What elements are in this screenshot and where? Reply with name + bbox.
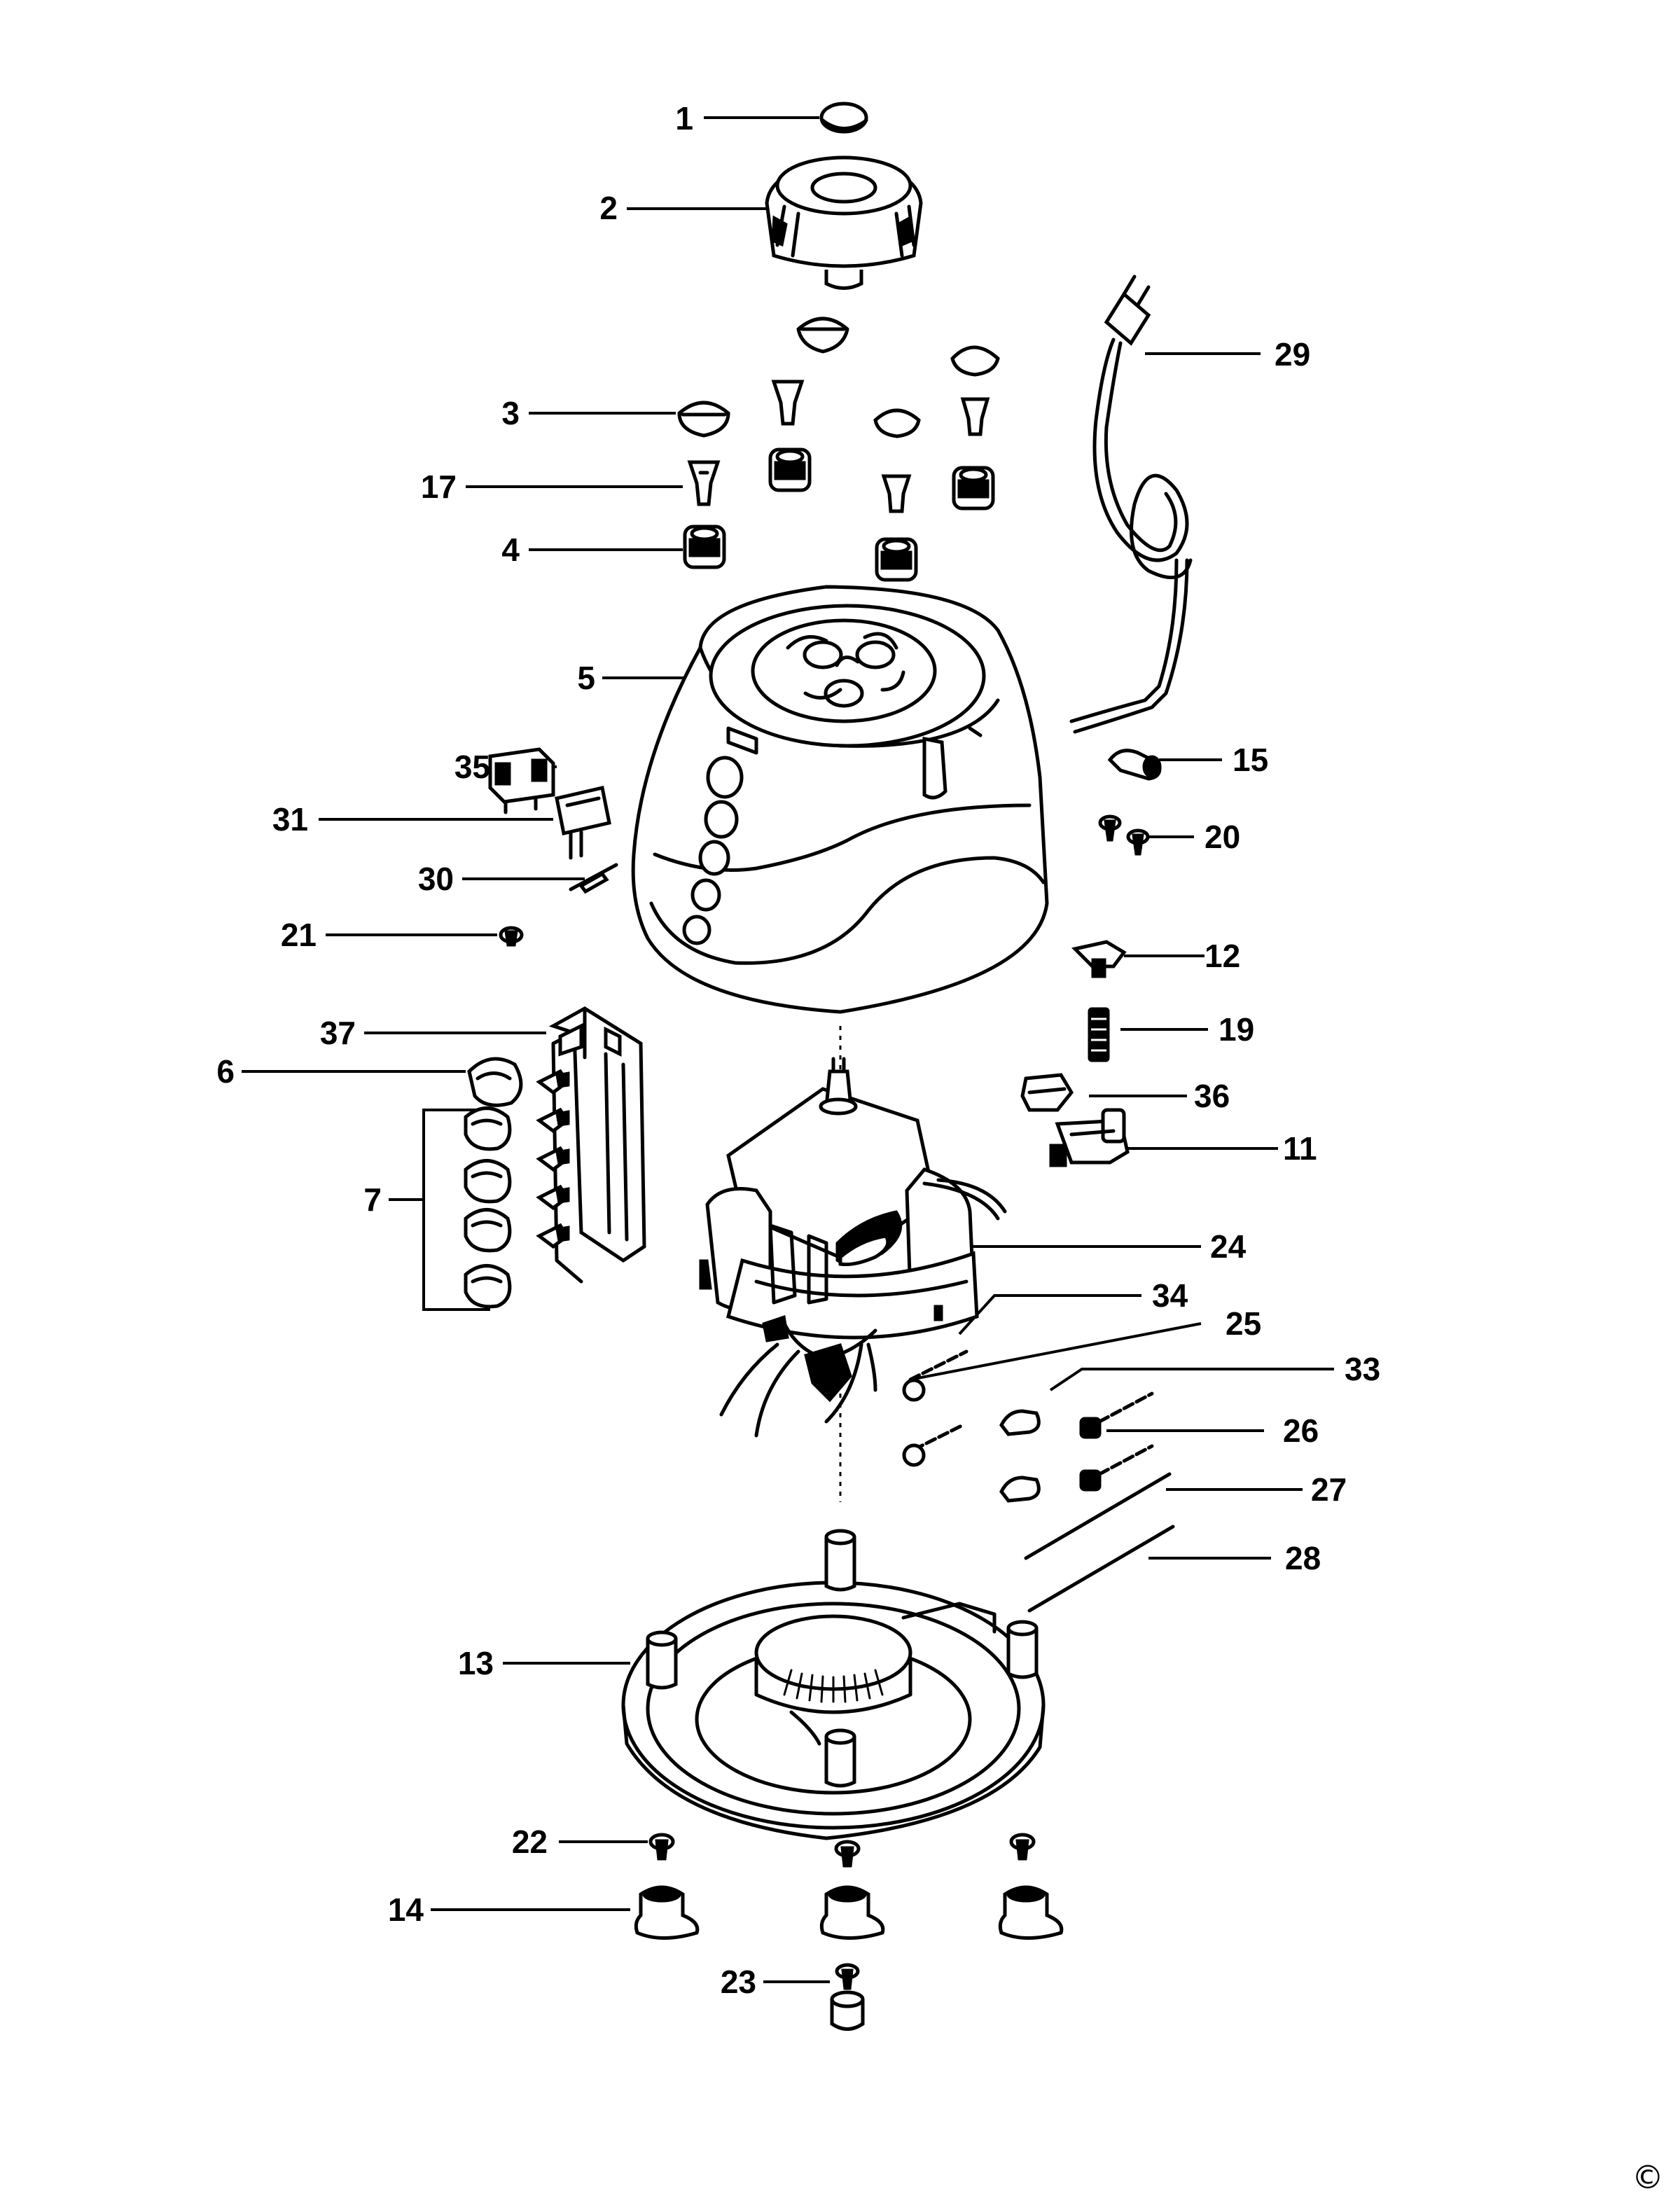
part-4-grommet [683,447,995,582]
label-part-1: 1 [675,100,693,137]
label-part-26: 26 [1283,1412,1319,1449]
label-part-23: 23 [721,1964,756,2000]
label-part-6: 6 [216,1053,235,1090]
part-11-brush-holder [1049,1108,1130,1167]
part-33-sleeve [999,1409,1041,1503]
part-20-screws [1098,814,1150,856]
label-part-15: 15 [1233,742,1268,778]
part-25-wire [902,1423,965,1467]
label-part-3: 3 [501,395,520,431]
part-3-foot-cap [677,317,1000,438]
label-part-29: 29 [1275,336,1310,373]
label-part-37: 37 [320,1015,356,1051]
label-part-2: 2 [599,190,618,226]
label-part-14: 14 [388,1891,424,1928]
label-part-22: 22 [512,1824,548,1860]
part-19-spring [1088,1007,1110,1062]
label-part-33: 33 [1345,1351,1380,1387]
label-part-34: 34 [1152,1277,1188,1314]
part-12-brush-holder [1071,940,1127,978]
part-number-labels: 1 2 3 17 4 5 29 35 15 31 20 30 21 12 37 … [216,100,1380,2000]
part-31-capacitor [555,785,611,860]
label-part-28: 28 [1285,1540,1321,1576]
part-21-screw [499,926,524,947]
label-part-27: 27 [1311,1471,1347,1508]
part-15-cord-clamp [1107,749,1162,781]
part-26-terminal [1079,1391,1154,1492]
part-1-cap [819,102,868,134]
part-24-motor [699,1057,1007,1438]
label-part-17: 17 [421,468,457,505]
label-part-13: 13 [458,1645,494,1681]
label-part-35: 35 [454,749,490,785]
part-27-wire [1024,1472,1172,1560]
part-37-bracket [536,1006,646,1284]
part-35-switch [488,747,555,814]
label-part-25: 25 [1226,1305,1261,1342]
label-part-5: 5 [577,660,595,696]
leader-lines [242,116,1334,1983]
part-2-knob [765,155,923,290]
label-part-24: 24 [1210,1228,1247,1265]
label-part-7: 7 [363,1181,382,1218]
part-30-resistor [569,863,618,894]
part-5-housing [631,585,1049,1014]
part-28-wire [1027,1525,1175,1613]
part-29-power-cord [1069,275,1193,734]
part-34-wire [902,1349,969,1402]
part-17-rivet [687,380,990,513]
part-13-vents [783,1669,884,1703]
part-14-feet [634,1885,1064,1940]
label-part-19: 19 [1219,1011,1254,1048]
label-part-20: 20 [1205,819,1240,855]
part-23-screw-and-foot [830,1963,865,2031]
label-part-12: 12 [1205,938,1240,974]
label-part-31: 31 [272,801,308,838]
label-part-36: 36 [1194,1078,1230,1114]
part-22-screws [648,1833,1036,1868]
label-part-4: 4 [501,532,520,568]
part-6-button [467,1057,523,1107]
copyright-symbol: © [1632,2158,1664,2196]
label-part-21: 21 [281,917,317,953]
part-36-brush [1020,1073,1074,1112]
label-part-30: 30 [418,861,454,897]
part-7-buttons [464,1106,512,1309]
part-13-base [621,1529,1046,1840]
label-part-11: 11 [1283,1130,1317,1167]
part-37-contacts [536,1069,570,1249]
